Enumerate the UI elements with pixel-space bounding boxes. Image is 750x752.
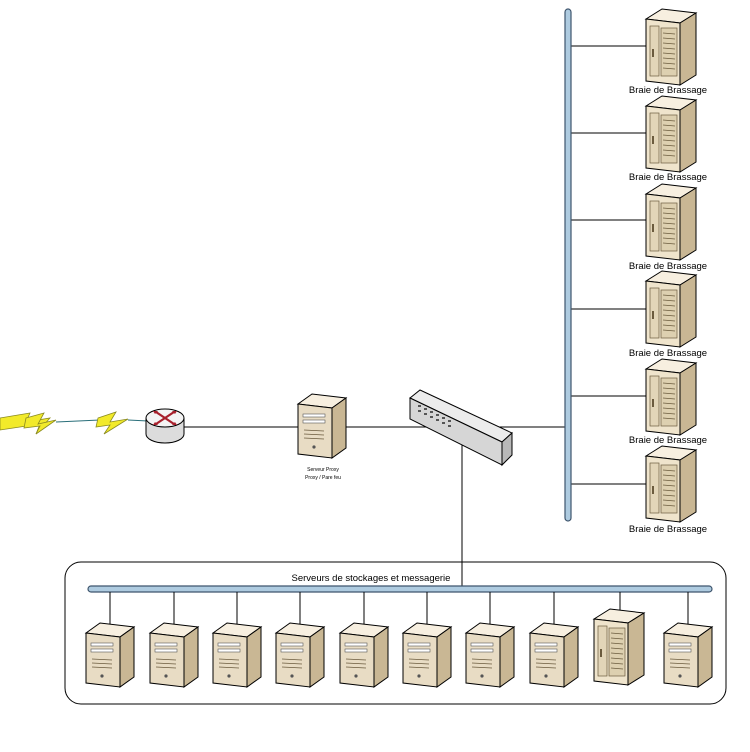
server-icon xyxy=(275,622,325,688)
patch-bay-label: Braie de Brassage xyxy=(629,261,707,272)
proxy-label-line2: Proxy / Pare feu xyxy=(305,475,341,481)
storage-bus xyxy=(87,585,713,593)
rack-icon xyxy=(645,95,697,173)
server-icon xyxy=(85,622,135,688)
patch-bay-label: Braie de Brassage xyxy=(629,524,707,535)
patch-bay: Braie de Brassage xyxy=(629,445,707,535)
server-icon xyxy=(212,622,262,688)
rack-icon xyxy=(645,358,697,436)
patch-bay-label: Braie de Brassage xyxy=(629,348,707,359)
connection-lines xyxy=(183,45,648,586)
patch-bay: Braie de Brassage xyxy=(629,183,707,272)
lightning-icon xyxy=(55,411,149,435)
rack-icon xyxy=(645,270,697,348)
server-icon xyxy=(339,622,389,688)
storage-group-title: Serveurs de stockages et messagerie xyxy=(292,573,451,584)
storage-group: Serveurs de stockages et messagerie xyxy=(64,561,727,705)
server-icon xyxy=(663,622,713,688)
patch-bay-label: Braie de Brassage xyxy=(629,435,707,446)
patch-bay: Braie de Brassage xyxy=(629,95,707,183)
patch-bay: Braie de Brassage xyxy=(629,270,707,359)
rack-icon xyxy=(645,445,697,523)
switch-icon xyxy=(409,389,513,467)
storage-drops xyxy=(109,592,689,627)
storage-group-frame xyxy=(64,561,727,705)
server-icon xyxy=(297,393,347,459)
patch-bay-label: Braie de Brassage xyxy=(629,172,707,183)
rack-icon xyxy=(645,8,697,86)
rack-icon xyxy=(593,608,645,686)
server-icon xyxy=(465,622,515,688)
server-icon xyxy=(149,622,199,688)
lightning-icon xyxy=(0,412,57,435)
server-icon xyxy=(402,622,452,688)
patch-bay-label: Braie de Brassage xyxy=(629,85,707,96)
server-icon xyxy=(529,622,579,688)
router-icon xyxy=(145,408,185,444)
proxy-label-line1: Serveur Proxy xyxy=(307,467,339,473)
patch-bay: Braie de Brassage xyxy=(629,358,707,446)
rack-icon xyxy=(645,183,697,261)
backbone-bus xyxy=(564,8,572,522)
patch-bay: Braie de Brassage xyxy=(629,8,707,96)
